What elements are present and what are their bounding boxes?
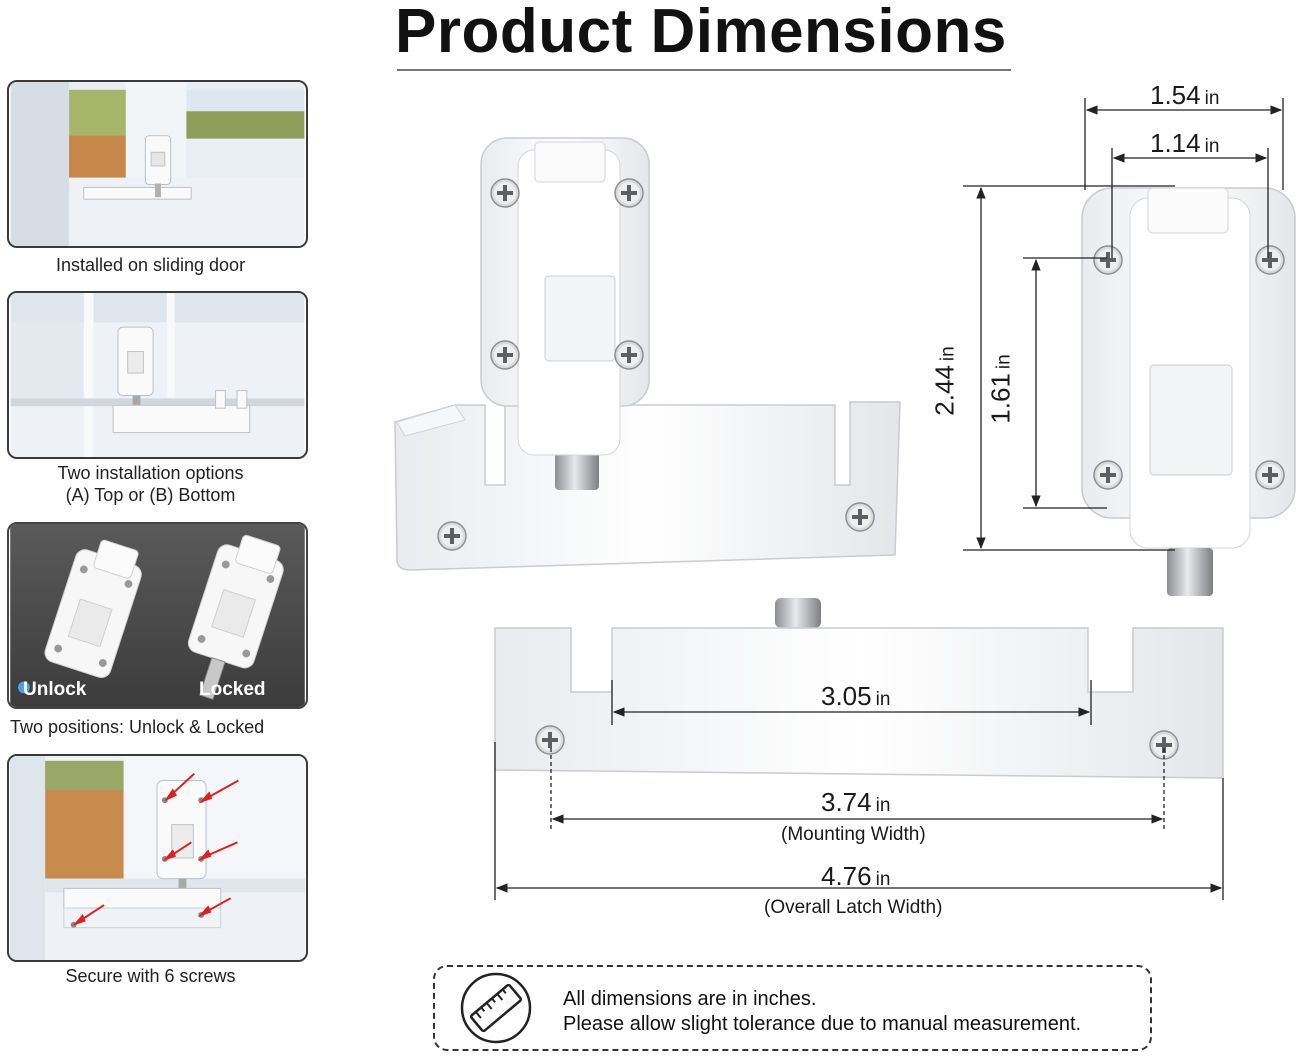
caption-sliding-door: Installed on sliding door xyxy=(55,255,246,275)
dim-mounting-width-label: (Mounting Width) xyxy=(781,824,926,845)
title-underline xyxy=(397,69,1011,71)
page-title: Product Dimensions xyxy=(395,0,1007,66)
thumbnail-install-options xyxy=(7,291,308,459)
thumbnail-sliding-door xyxy=(7,80,308,248)
label-unlock: Unlock xyxy=(23,679,87,700)
note-box xyxy=(433,965,1152,1051)
strike-plate xyxy=(494,598,1224,779)
dim-height-inner: 1.61in xyxy=(985,354,1016,424)
dimension-lines xyxy=(494,98,1284,900)
note-line-2: Please allow slight tolerance due to man… xyxy=(563,1013,1082,1035)
screws-image xyxy=(9,756,306,960)
label-locked: Locked xyxy=(199,679,266,700)
caption-positions: Two positions: Unlock & Locked xyxy=(10,717,265,737)
thumbnail-positions: Unlock Locked xyxy=(7,522,308,709)
ruler-icon xyxy=(460,972,532,1044)
positions-image xyxy=(10,524,305,707)
product-drawing xyxy=(394,98,1296,900)
dim-overall-width-label: (Overall Latch Width) xyxy=(764,897,943,918)
dim-height-outer: 2.44in xyxy=(929,346,960,416)
caption-screws: Secure with 6 screws xyxy=(65,966,236,986)
caption-install-options-line2: (A) Top or (B) Bottom xyxy=(65,485,236,505)
assembled-latch xyxy=(394,137,901,571)
install-options-image xyxy=(10,293,305,457)
front-view-latch xyxy=(1081,187,1296,596)
caption-install-options-line1: Two installation options xyxy=(57,463,244,483)
note-line-1: All dimensions are in inches. xyxy=(563,988,817,1010)
sliding-door-image xyxy=(10,82,305,246)
thumbnail-screws xyxy=(7,754,308,962)
